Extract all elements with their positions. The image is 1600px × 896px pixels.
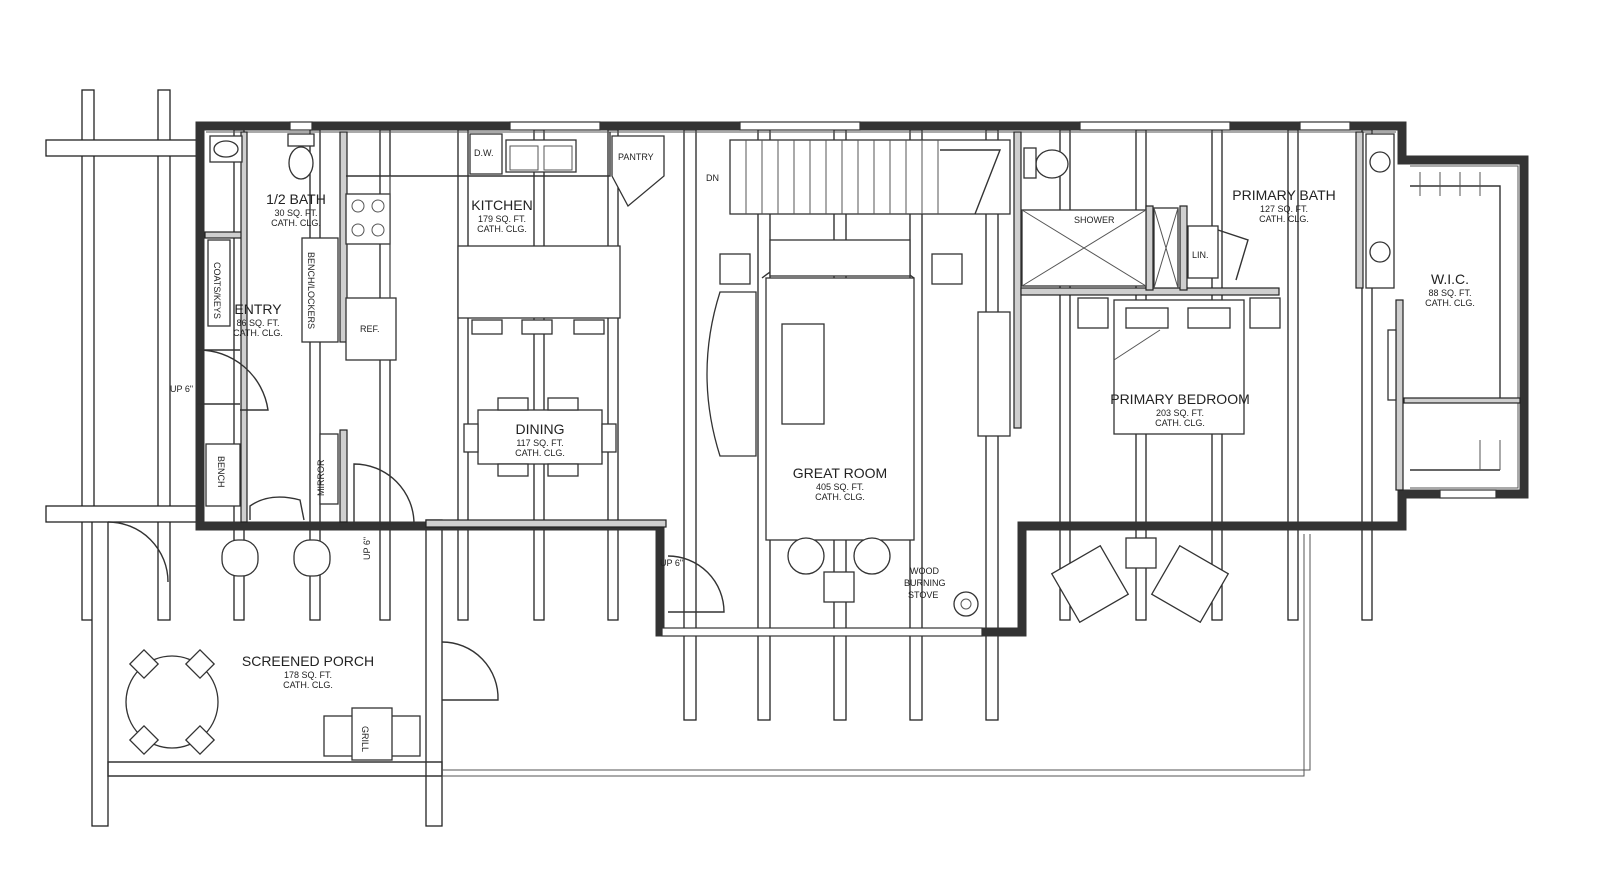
stair [729, 139, 1011, 215]
grill-icon [351, 707, 393, 761]
label-primary-bedroom: PRIMARY BEDROOM 203 SQ. FT. CATH. CLG. [1110, 391, 1250, 428]
ref-label: REF. [360, 324, 380, 334]
label-wic: W.I.C. 88 SQ. FT. CATH. CLG. [1425, 271, 1475, 308]
svg-text:179 SQ. FT.: 179 SQ. FT. [478, 214, 526, 224]
svg-text:DINING: DINING [516, 421, 565, 437]
label-dining: DINING 117 SQ. FT. CATH. CLG. [515, 421, 565, 458]
label-entry: ENTRY 86 SQ. FT. CATH. CLG. [233, 301, 283, 338]
stove-label-3: STOVE [908, 590, 938, 600]
lin-label: LIN. [1192, 250, 1209, 260]
svg-text:PRIMARY BATH: PRIMARY BATH [1232, 187, 1335, 203]
svg-text:CATH. CLG.: CATH. CLG. [1155, 418, 1205, 428]
bench-label: BENCH [216, 456, 226, 488]
label-primary-bath: PRIMARY BATH 127 SQ. FT. CATH. CLG. [1232, 187, 1335, 224]
primary-bath-fixtures [1021, 133, 1395, 289]
svg-text:GREAT ROOM: GREAT ROOM [793, 465, 887, 481]
interior-walls [204, 131, 1521, 528]
dining-table [463, 397, 617, 477]
svg-text:1/2 BATH: 1/2 BATH [266, 191, 326, 207]
deck-chairs [221, 537, 1230, 624]
dw-label: D.W. [474, 148, 494, 158]
stove-label-2: BURNING [904, 578, 946, 588]
svg-text:CATH. CLG.: CATH. CLG. [1259, 214, 1309, 224]
refrigerator-icon [345, 297, 397, 361]
dn-label: DN [706, 173, 719, 183]
svg-text:405 SQ. FT.: 405 SQ. FT. [816, 482, 864, 492]
kitchen-fixtures [345, 132, 665, 361]
up-great-room-label: UP 6" [660, 558, 683, 568]
label-screened-porch: SCREENED PORCH 178 SQ. FT. CATH. CLG. [242, 653, 374, 690]
svg-text:117 SQ. FT.: 117 SQ. FT. [516, 438, 563, 448]
fixture-labels: COATS/KEYS BENCH/LOCKERS BENCH MIRROR RE… [170, 148, 1209, 752]
bench-lockers-label: BENCH/LOCKERS [306, 252, 316, 329]
svg-text:CATH. CLG.: CATH. CLG. [477, 224, 527, 234]
svg-text:178 SQ. FT.: 178 SQ. FT. [284, 670, 332, 680]
svg-text:KITCHEN: KITCHEN [471, 197, 532, 213]
svg-text:CATH. CLG.: CATH. CLG. [515, 448, 565, 458]
sink-icon [505, 139, 577, 173]
svg-text:30 SQ. FT.: 30 SQ. FT. [274, 208, 317, 218]
svg-text:W.I.C.: W.I.C. [1431, 271, 1469, 287]
wood-stove-icon [953, 591, 979, 617]
coats-keys-label: COATS/KEYS [212, 262, 222, 319]
label-half-bath: 1/2 BATH 30 SQ. FT. CATH. CLG. [266, 191, 326, 228]
sofa [706, 291, 757, 457]
stove-label-1: WOOD [910, 566, 939, 576]
label-great-room: GREAT ROOM 405 SQ. FT. CATH. CLG. [793, 465, 887, 502]
grill-label: GRILL [360, 726, 370, 752]
wic-shelving [1387, 172, 1501, 471]
great-room-furniture [706, 239, 1011, 617]
svg-text:CATH. CLG.: CATH. CLG. [1425, 298, 1475, 308]
svg-text:86 SQ. FT.: 86 SQ. FT. [236, 318, 279, 328]
svg-text:CATH. CLG.: CATH. CLG. [233, 328, 283, 338]
label-kitchen: KITCHEN 179 SQ. FT. CATH. CLG. [471, 197, 532, 234]
coffee-table [781, 323, 825, 425]
svg-text:ENTRY: ENTRY [234, 301, 282, 317]
svg-text:203 SQ. FT.: 203 SQ. FT. [1156, 408, 1204, 418]
up-entry-label: UP 6" [170, 384, 193, 394]
svg-text:SCREENED PORCH: SCREENED PORCH [242, 653, 374, 669]
svg-text:88 SQ. FT.: 88 SQ. FT. [1428, 288, 1471, 298]
half-bath-fixtures [209, 133, 315, 180]
svg-text:CATH. CLG.: CATH. CLG. [283, 680, 333, 690]
porch-table [125, 655, 219, 749]
doors [353, 463, 725, 613]
svg-text:127 SQ. FT.: 127 SQ. FT. [1260, 204, 1308, 214]
up-porch-label: UP 6" [362, 537, 372, 560]
kitchen-island [457, 245, 621, 319]
screened-porch [107, 521, 499, 777]
pantry-label: PANTRY [618, 152, 654, 162]
toilet-icon [288, 146, 314, 180]
deck-railing [442, 534, 1311, 777]
mirror-label: MIRROR [316, 459, 326, 496]
svg-text:CATH. CLG.: CATH. CLG. [271, 218, 321, 228]
entry-fixtures [197, 237, 339, 521]
svg-text:CATH. CLG.: CATH. CLG. [815, 492, 865, 502]
left-beams [45, 139, 201, 523]
top-windows [289, 121, 1497, 637]
svg-text:PRIMARY BEDROOM: PRIMARY BEDROOM [1110, 391, 1250, 407]
shower-label: SHOWER [1074, 215, 1115, 225]
bed [1077, 297, 1281, 435]
